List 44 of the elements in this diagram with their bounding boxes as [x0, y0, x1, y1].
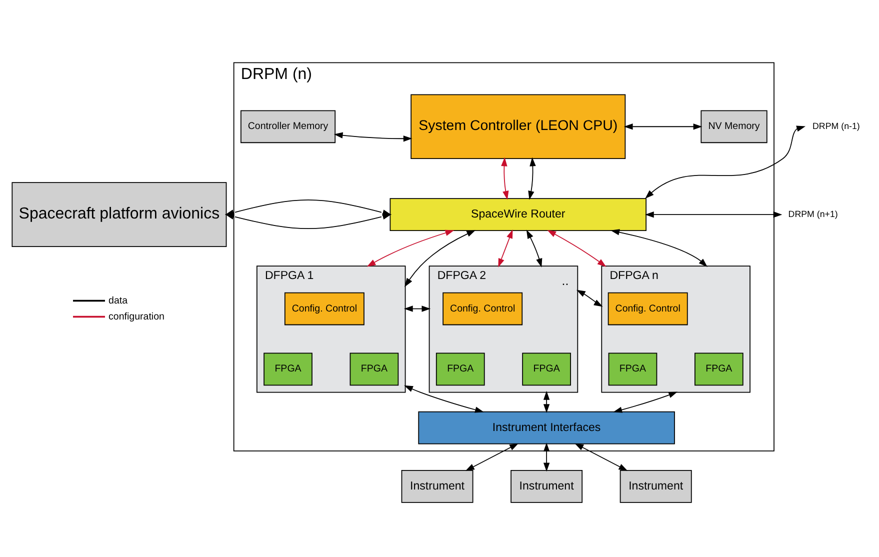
- arrow: [543, 442, 550, 472]
- arrow: [404, 305, 431, 312]
- node-box: FPGA: [436, 352, 485, 386]
- node-box: Spacecraft platform avionics: [12, 182, 227, 247]
- legend-label: data: [108, 294, 128, 306]
- arrow: [547, 229, 606, 266]
- node-box: Controller Memory: [240, 110, 336, 143]
- node-box: Config. Control: [608, 292, 688, 325]
- arrow: [543, 390, 550, 412]
- legend-label: configuration: [108, 310, 164, 322]
- arrow: [404, 384, 484, 412]
- arrow: [224, 198, 392, 216]
- node-box: Instrument Interfaces: [418, 410, 675, 444]
- node-box: Config. Control: [442, 292, 523, 325]
- arrow: [465, 442, 518, 470]
- arrow: [526, 229, 542, 267]
- arrow: [528, 156, 536, 200]
- arrow: [644, 210, 782, 218]
- arrow: [576, 289, 603, 306]
- node-box: FPGA: [264, 352, 312, 386]
- node-box: FPGA: [350, 352, 399, 386]
- arrow: [498, 228, 513, 267]
- node-box: FPGA: [608, 352, 658, 386]
- node-box: Instrument: [401, 470, 474, 502]
- node-box: Instrument: [510, 470, 583, 502]
- arrow: [613, 391, 678, 412]
- node-box: Config. Control: [284, 292, 364, 325]
- arrow: [404, 230, 476, 287]
- node-text: DRPM (n+1): [788, 208, 838, 218]
- arrow: [501, 156, 509, 200]
- arrow: [574, 442, 628, 470]
- arrow: [645, 125, 806, 198]
- node-box: FPGA: [694, 352, 744, 386]
- node-box: SpaceWire Router: [390, 198, 647, 231]
- node-box: FPGA: [522, 352, 571, 386]
- node-box: System Controller (LEON CPU): [410, 94, 626, 159]
- edge-label: ..: [562, 273, 569, 288]
- arrow: [610, 228, 708, 267]
- arrow: [334, 132, 412, 142]
- node-box: Instrument: [620, 470, 692, 502]
- node-box: NV Memory: [700, 110, 768, 143]
- arrow: [366, 229, 454, 266]
- arrow: [624, 123, 702, 130]
- node-text: DRPM (n-1): [812, 120, 860, 130]
